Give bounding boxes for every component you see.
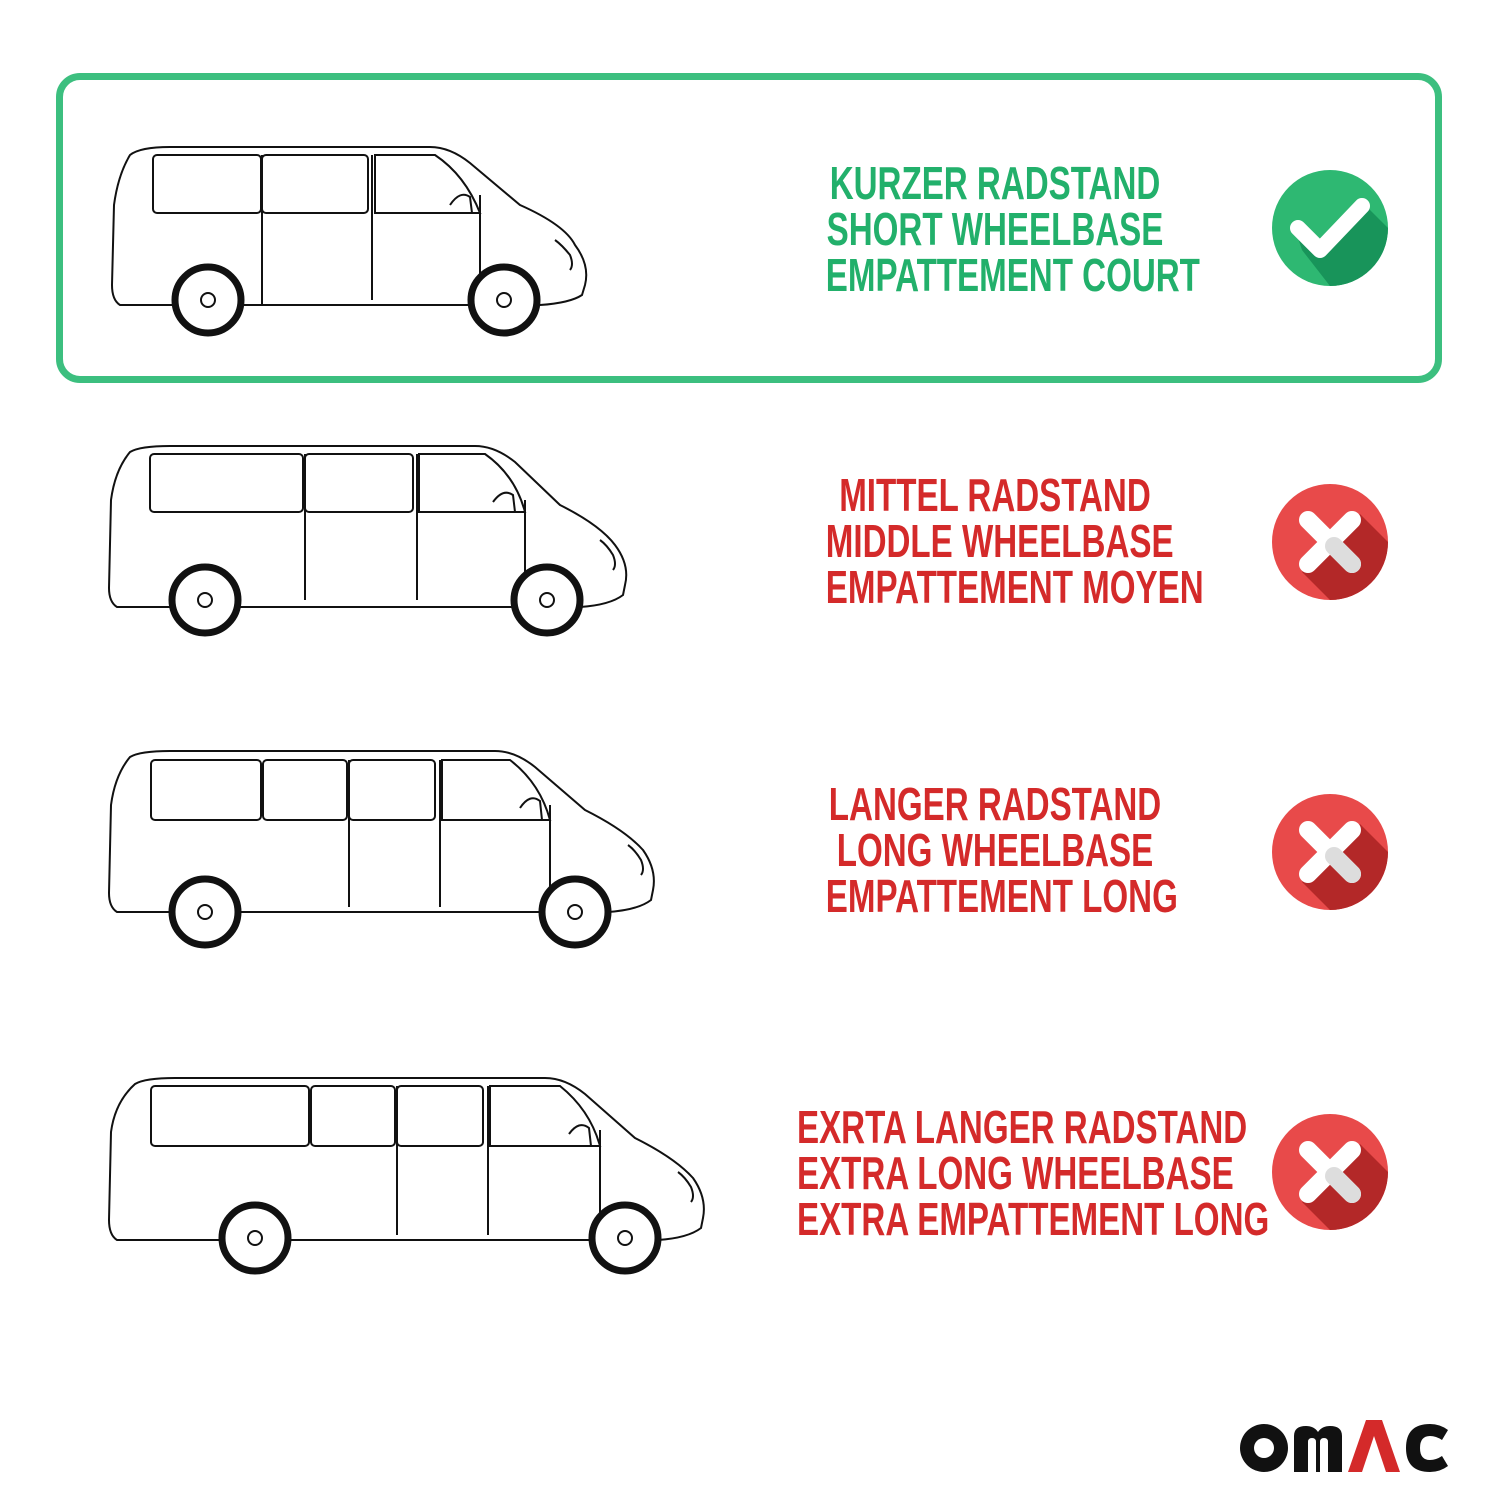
option-label-middle: MITTEL RADSTAND MIDDLE WHEELBASE EMPATTE…	[825, 469, 1204, 613]
cross-icon	[1272, 1114, 1388, 1230]
cross-icon	[1272, 484, 1388, 600]
option-label-short: KURZER RADSTAND SHORT WHEELBASE EMPATTEM…	[825, 157, 1200, 301]
label-line-de: KURZER RADSTAND	[829, 157, 1161, 209]
label-line-en: SHORT WHEELBASE	[826, 203, 1164, 255]
label-line-de: EXRTA LANGER RADSTAND	[797, 1101, 1248, 1153]
check-icon	[1272, 170, 1388, 286]
option-label-extra-long: EXRTA LANGER RADSTAND EXTRA LONG WHEELBA…	[797, 1101, 1270, 1245]
label-line-de: MITTEL RADSTAND	[839, 469, 1151, 521]
van-extra-long-wheelbase-illustration	[107, 1077, 705, 1275]
label-line-en: EXTRA LONG WHEELBASE	[797, 1147, 1234, 1199]
cross-icon	[1272, 794, 1388, 910]
label-line-fr: EMPATTEMENT COURT	[825, 249, 1200, 301]
van-short-wheelbase-illustration	[110, 146, 588, 337]
option-label-long: LANGER RADSTAND LONG WHEELBASE EMPATTEME…	[825, 778, 1178, 922]
label-line-fr: EMPATTEMENT LONG	[825, 870, 1178, 922]
label-line-en: LONG WHEELBASE	[836, 824, 1154, 876]
label-line-en: MIDDLE WHEELBASE	[825, 515, 1174, 567]
van-middle-wheelbase-illustration	[107, 445, 628, 637]
selected-option-frame	[56, 73, 1442, 383]
van-long-wheelbase-illustration	[107, 750, 655, 949]
label-line-fr: EXTRA EMPATTEMENT LONG	[797, 1193, 1270, 1245]
label-line-de: LANGER RADSTAND	[828, 778, 1162, 830]
omac-logo	[1240, 1420, 1448, 1472]
label-line-fr: EMPATTEMENT MOYEN	[825, 561, 1204, 613]
